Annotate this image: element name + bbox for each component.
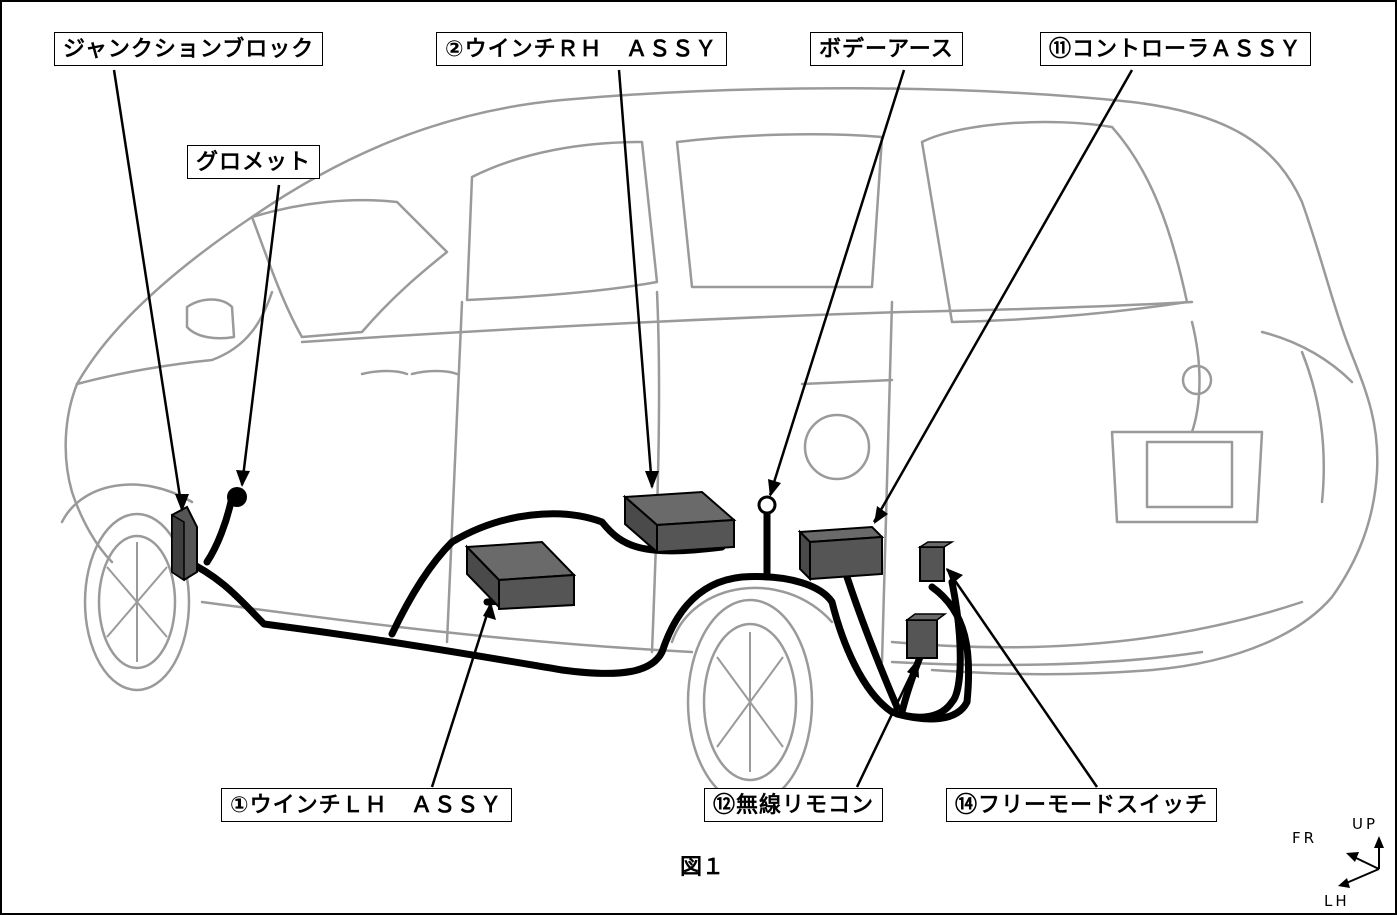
wheel-spokes [106, 542, 784, 772]
winch-lh-component [464, 540, 577, 611]
label-body-earth: ボデーアース [810, 32, 963, 66]
controller-component [797, 525, 885, 582]
axis-lh-label: LH [1324, 892, 1350, 910]
body-earth-terminal [757, 495, 777, 515]
free-mode-switch-component [917, 541, 955, 582]
grommet-marker [227, 487, 247, 507]
label-free-mode-switch: ⑭フリーモードスイッチ [946, 788, 1218, 822]
direction-indicator [1343, 842, 1380, 885]
axis-up-label: UP [1352, 815, 1379, 833]
label-junction-block: ジャンクションブロック [54, 32, 324, 66]
leader-arrowheads [175, 470, 963, 678]
junction-block-component [171, 505, 198, 582]
figure-caption: 図１ [680, 855, 725, 880]
car-outline [60, 87, 1379, 806]
label-controller: ⑪コントローラＡＳＳＹ [1040, 32, 1312, 66]
wireless-remote-component [904, 613, 948, 659]
axis-fr-label: FR [1292, 829, 1318, 847]
winch-rh-component [622, 490, 737, 555]
label-winch-lh: ①ウインチＬＨ ＡＳＳＹ [221, 788, 512, 822]
label-wireless-remote: ⑫無線リモコン [704, 788, 884, 822]
label-grommet: グロメット [187, 145, 321, 179]
leader-lines [112, 69, 1134, 788]
label-winch-rh: ②ウインチＲＨ ＡＳＳＹ [436, 32, 727, 66]
